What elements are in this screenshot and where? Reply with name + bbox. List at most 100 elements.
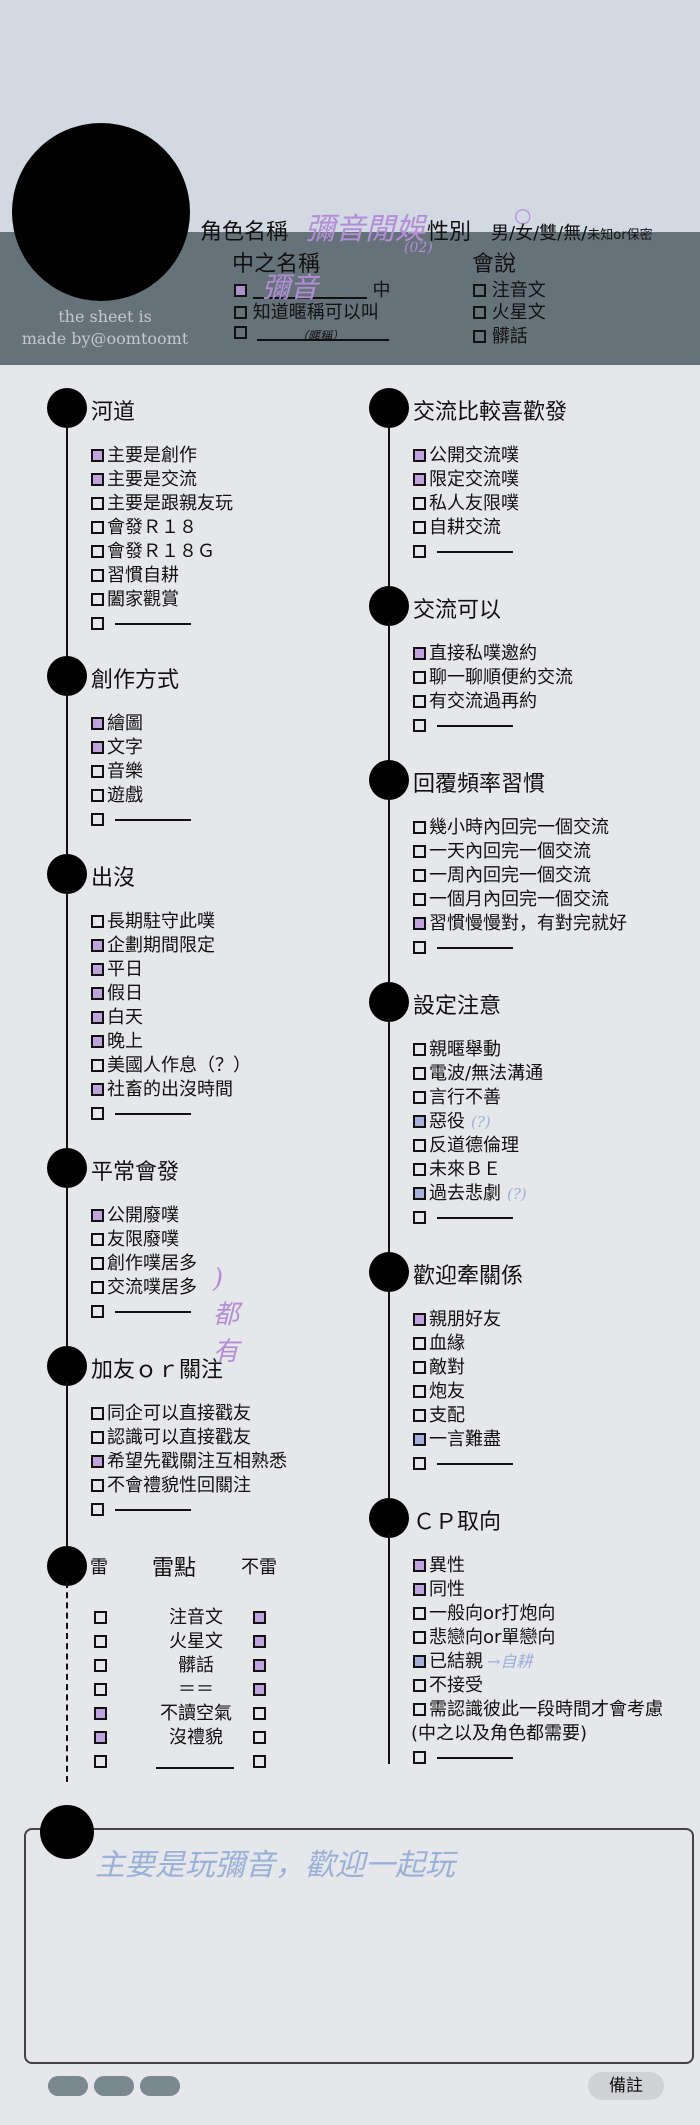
lang-zhuyin-checkbox[interactable] [473, 284, 486, 297]
list-item[interactable]: 一個月內回完一個交流 [413, 888, 627, 912]
checkbox[interactable] [413, 1703, 426, 1716]
checkbox[interactable] [413, 869, 426, 882]
list-item[interactable]: 公開廢噗 [91, 1204, 197, 1228]
list-item[interactable]: 親暱舉動 [413, 1038, 543, 1062]
mines-left-checkbox[interactable] [94, 1635, 107, 1648]
checkbox[interactable] [413, 1211, 426, 1224]
list-item[interactable]: 假日 [91, 982, 251, 1006]
lang-item-swear[interactable]: 髒話 [473, 322, 528, 348]
list-item[interactable]: 平日 [91, 958, 251, 982]
list-item[interactable]: 晚上 [91, 1030, 251, 1054]
list-item[interactable]: 公開交流噗 [413, 444, 519, 468]
nick-row-1[interactable]: 中 [234, 276, 390, 302]
list-item[interactable]: 會發Ｒ１８ [91, 516, 233, 540]
lang-martian-checkbox[interactable] [473, 306, 486, 319]
checkbox[interactable] [413, 1679, 426, 1692]
checkbox[interactable] [91, 813, 104, 826]
nick-row-2-checkbox[interactable] [234, 306, 247, 319]
checkbox[interactable] [413, 1043, 426, 1056]
checkbox[interactable] [91, 1431, 104, 1444]
checkbox[interactable] [413, 647, 426, 660]
mines-right-checkbox[interactable] [253, 1635, 266, 1648]
checkbox[interactable] [413, 719, 426, 732]
list-item[interactable]: 私人友限噗 [413, 492, 519, 516]
list-item[interactable]: 遊戲 [91, 784, 191, 808]
list-item[interactable]: 反道德倫理 [413, 1134, 543, 1158]
checkbox[interactable] [413, 1313, 426, 1326]
checkbox[interactable] [91, 1035, 104, 1048]
list-item-blank[interactable] [91, 1300, 197, 1324]
list-item-blank[interactable] [413, 1746, 663, 1770]
checkbox[interactable] [91, 1281, 104, 1294]
footer-pill-1[interactable] [48, 2076, 88, 2096]
list-item[interactable]: 自耕交流 [413, 516, 519, 540]
lang-item-martian[interactable]: 火星文 [473, 298, 546, 324]
checkbox[interactable] [413, 821, 426, 834]
mines-right-checkbox[interactable] [253, 1659, 266, 1672]
checkbox[interactable] [413, 1751, 426, 1764]
checkbox[interactable] [91, 1209, 104, 1222]
checkbox[interactable] [413, 1361, 426, 1374]
checkbox[interactable] [91, 1011, 104, 1024]
list-item[interactable]: 同企可以直接戳友 [91, 1402, 287, 1426]
checkbox[interactable] [413, 449, 426, 462]
nick-row-3[interactable] [234, 322, 389, 343]
list-item[interactable]: 繪圖 [91, 712, 191, 736]
checkbox[interactable] [91, 1407, 104, 1420]
nick-row-1-checkbox[interactable] [234, 284, 247, 297]
checkbox[interactable] [91, 963, 104, 976]
checkbox[interactable] [91, 593, 104, 606]
list-item[interactable]: 友限廢噗 [91, 1228, 197, 1252]
checkbox[interactable] [91, 521, 104, 534]
remark-button[interactable]: 備註 [588, 2072, 664, 2100]
list-item[interactable]: 長期駐守此噗 [91, 910, 251, 934]
list-item[interactable]: 悲戀向or單戀向 [413, 1626, 663, 1650]
checkbox[interactable] [91, 1305, 104, 1318]
list-item[interactable]: 習慣慢慢對，有對完就好 [413, 912, 627, 936]
checkbox[interactable] [413, 1115, 426, 1128]
checkbox[interactable] [91, 545, 104, 558]
checkbox[interactable] [91, 765, 104, 778]
list-item-blank[interactable] [413, 540, 519, 564]
list-item[interactable]: 親朋好友 [413, 1308, 513, 1332]
checkbox[interactable] [413, 1163, 426, 1176]
list-item[interactable]: 會發Ｒ１８Ｇ [91, 540, 233, 564]
mines-right-checkbox[interactable] [253, 1707, 266, 1720]
checkbox[interactable] [413, 1337, 426, 1350]
mines-right-checkbox[interactable] [253, 1755, 266, 1768]
list-item[interactable]: 同性 [413, 1578, 663, 1602]
list-item[interactable]: 一天內回完一個交流 [413, 840, 627, 864]
checkbox[interactable] [413, 1187, 426, 1200]
checkbox[interactable] [413, 1607, 426, 1620]
mines-left-checkbox[interactable] [94, 1659, 107, 1672]
list-item[interactable]: 過去悲劇(?) [413, 1182, 543, 1206]
list-item[interactable]: 主要是創作 [91, 444, 233, 468]
checkbox[interactable] [91, 1503, 104, 1516]
checkbox[interactable] [91, 497, 104, 510]
list-item[interactable]: 創作噗居多 [91, 1252, 197, 1276]
list-item-blank[interactable] [413, 936, 627, 960]
list-item[interactable]: 白天 [91, 1006, 251, 1030]
checkbox[interactable] [91, 1107, 104, 1120]
checkbox[interactable] [413, 1655, 426, 1668]
memo-box[interactable] [24, 1828, 694, 2064]
checkbox[interactable] [413, 545, 426, 558]
list-item[interactable]: 交流噗居多 [91, 1276, 197, 1300]
mines-left-checkbox[interactable] [94, 1707, 107, 1720]
list-item[interactable]: 直接私噗邀約 [413, 642, 573, 666]
checkbox[interactable] [413, 1139, 426, 1152]
checkbox[interactable] [413, 893, 426, 906]
list-item-blank[interactable] [91, 1498, 287, 1522]
nick-row-1-value[interactable]: 彌音 [262, 271, 319, 304]
checkbox[interactable] [91, 789, 104, 802]
checkbox[interactable] [91, 1233, 104, 1246]
list-item[interactable]: 限定交流噗 [413, 468, 519, 492]
checkbox[interactable] [91, 449, 104, 462]
checkbox[interactable] [413, 521, 426, 534]
list-item-blank[interactable] [413, 1452, 513, 1476]
list-item-blank[interactable] [413, 714, 573, 738]
list-item[interactable]: 惡役(?) [413, 1110, 543, 1134]
list-item[interactable]: 幾小時內回完一個交流 [413, 816, 627, 840]
list-item[interactable]: 希望先戳關注互相熟悉 [91, 1450, 287, 1474]
list-item-blank[interactable] [91, 612, 233, 636]
